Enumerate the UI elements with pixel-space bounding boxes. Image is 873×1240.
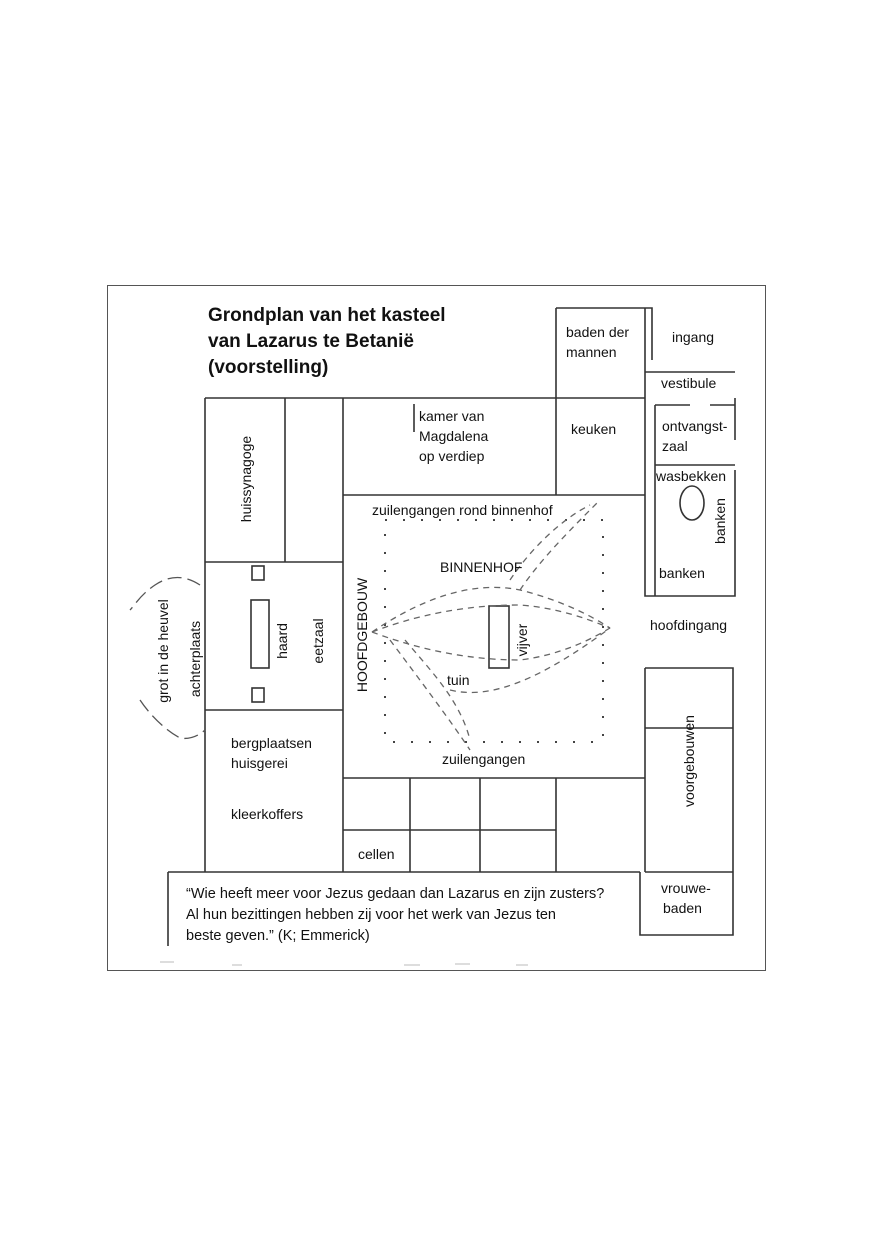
label-vestibule: vestibule bbox=[661, 375, 717, 391]
quote-line-3: beste geven.” (K; Emmerick) bbox=[186, 928, 370, 944]
label-line: kamer van bbox=[419, 408, 485, 424]
label-line: op verdiep bbox=[419, 448, 485, 464]
label-achterplaats: achterplaats bbox=[187, 620, 203, 698]
label-line: mannen bbox=[566, 344, 617, 360]
label-kleerkoffers: kleerkoffers bbox=[231, 806, 304, 822]
label-ontvangstzaal: ontvangst- zaal bbox=[662, 416, 727, 456]
label-cellen: cellen bbox=[358, 846, 395, 862]
label-bergplaatsen-huisgerei: bergplaatsen huisgerei bbox=[231, 733, 312, 773]
label-banken: banken bbox=[659, 565, 705, 581]
label-grot-in-de-heuvel: grot in de heuvel bbox=[155, 599, 171, 703]
label-line: huisgerei bbox=[231, 755, 288, 771]
label-hoofdgebouw: HOOFDGEBOUW bbox=[354, 577, 370, 693]
garden-paths bbox=[371, 499, 611, 751]
label-line: baden bbox=[663, 900, 702, 916]
label-eetzaal: eetzaal bbox=[310, 618, 326, 664]
quote-line-2: Al hun bezittingen hebben zij voor het w… bbox=[186, 907, 556, 923]
scan-marks bbox=[160, 961, 528, 966]
cave-outline bbox=[129, 576, 206, 740]
label-zuilengangen: zuilengangen bbox=[442, 751, 526, 767]
label-ingang: ingang bbox=[672, 329, 715, 345]
courtyard-columns bbox=[384, 519, 604, 743]
label-zuilengangen-rond-binnenhof: zuilengangen rond binnenhof bbox=[372, 502, 553, 518]
label-line: ontvangst- bbox=[662, 418, 728, 434]
label-hoofdingang: hoofdingang bbox=[650, 617, 728, 633]
label-line: Magdalena bbox=[419, 428, 489, 444]
quote-text: “Wie heeft meer voor Jezus gedaan dan La… bbox=[186, 884, 646, 947]
label-voorgebouwen: voorgebouwen bbox=[681, 715, 697, 807]
label-keuken: keuken bbox=[571, 421, 617, 437]
label-line: baden der bbox=[566, 324, 630, 340]
label-wasbekken: wasbekken bbox=[656, 468, 727, 484]
label-haard: haard bbox=[274, 623, 290, 659]
label-line: zaal bbox=[662, 438, 688, 454]
title-line-1: Grondplan van het kasteel bbox=[208, 305, 446, 326]
label-baden-der-mannen: baden der mannen bbox=[566, 322, 629, 362]
label-vijver: vijver bbox=[514, 623, 530, 657]
label-kamer-van-magdalena: kamer van Magdalena op verdiep bbox=[419, 406, 488, 466]
diagram-title: Grondplan van het kasteel van Lazarus te… bbox=[208, 303, 508, 381]
title-line-3: (voorstelling) bbox=[208, 357, 329, 378]
label-vrouwebaden: vrouwe- baden bbox=[661, 878, 711, 918]
label-tuin: tuin bbox=[447, 672, 470, 688]
wall-lines bbox=[167, 307, 736, 946]
title-line-2: van Lazarus te Betanië bbox=[208, 331, 414, 352]
label-banken-vertical: banken bbox=[712, 498, 728, 544]
label-line: bergplaatsen bbox=[231, 735, 312, 751]
quote-line-1: “Wie heeft meer voor Jezus gedaan dan La… bbox=[186, 886, 605, 902]
diagram-frame bbox=[107, 285, 766, 971]
label-binnenhof: BINNENHOF bbox=[440, 559, 523, 575]
label-huissynagoge: huissynagoge bbox=[238, 435, 254, 523]
label-line: vrouwe- bbox=[661, 880, 711, 896]
